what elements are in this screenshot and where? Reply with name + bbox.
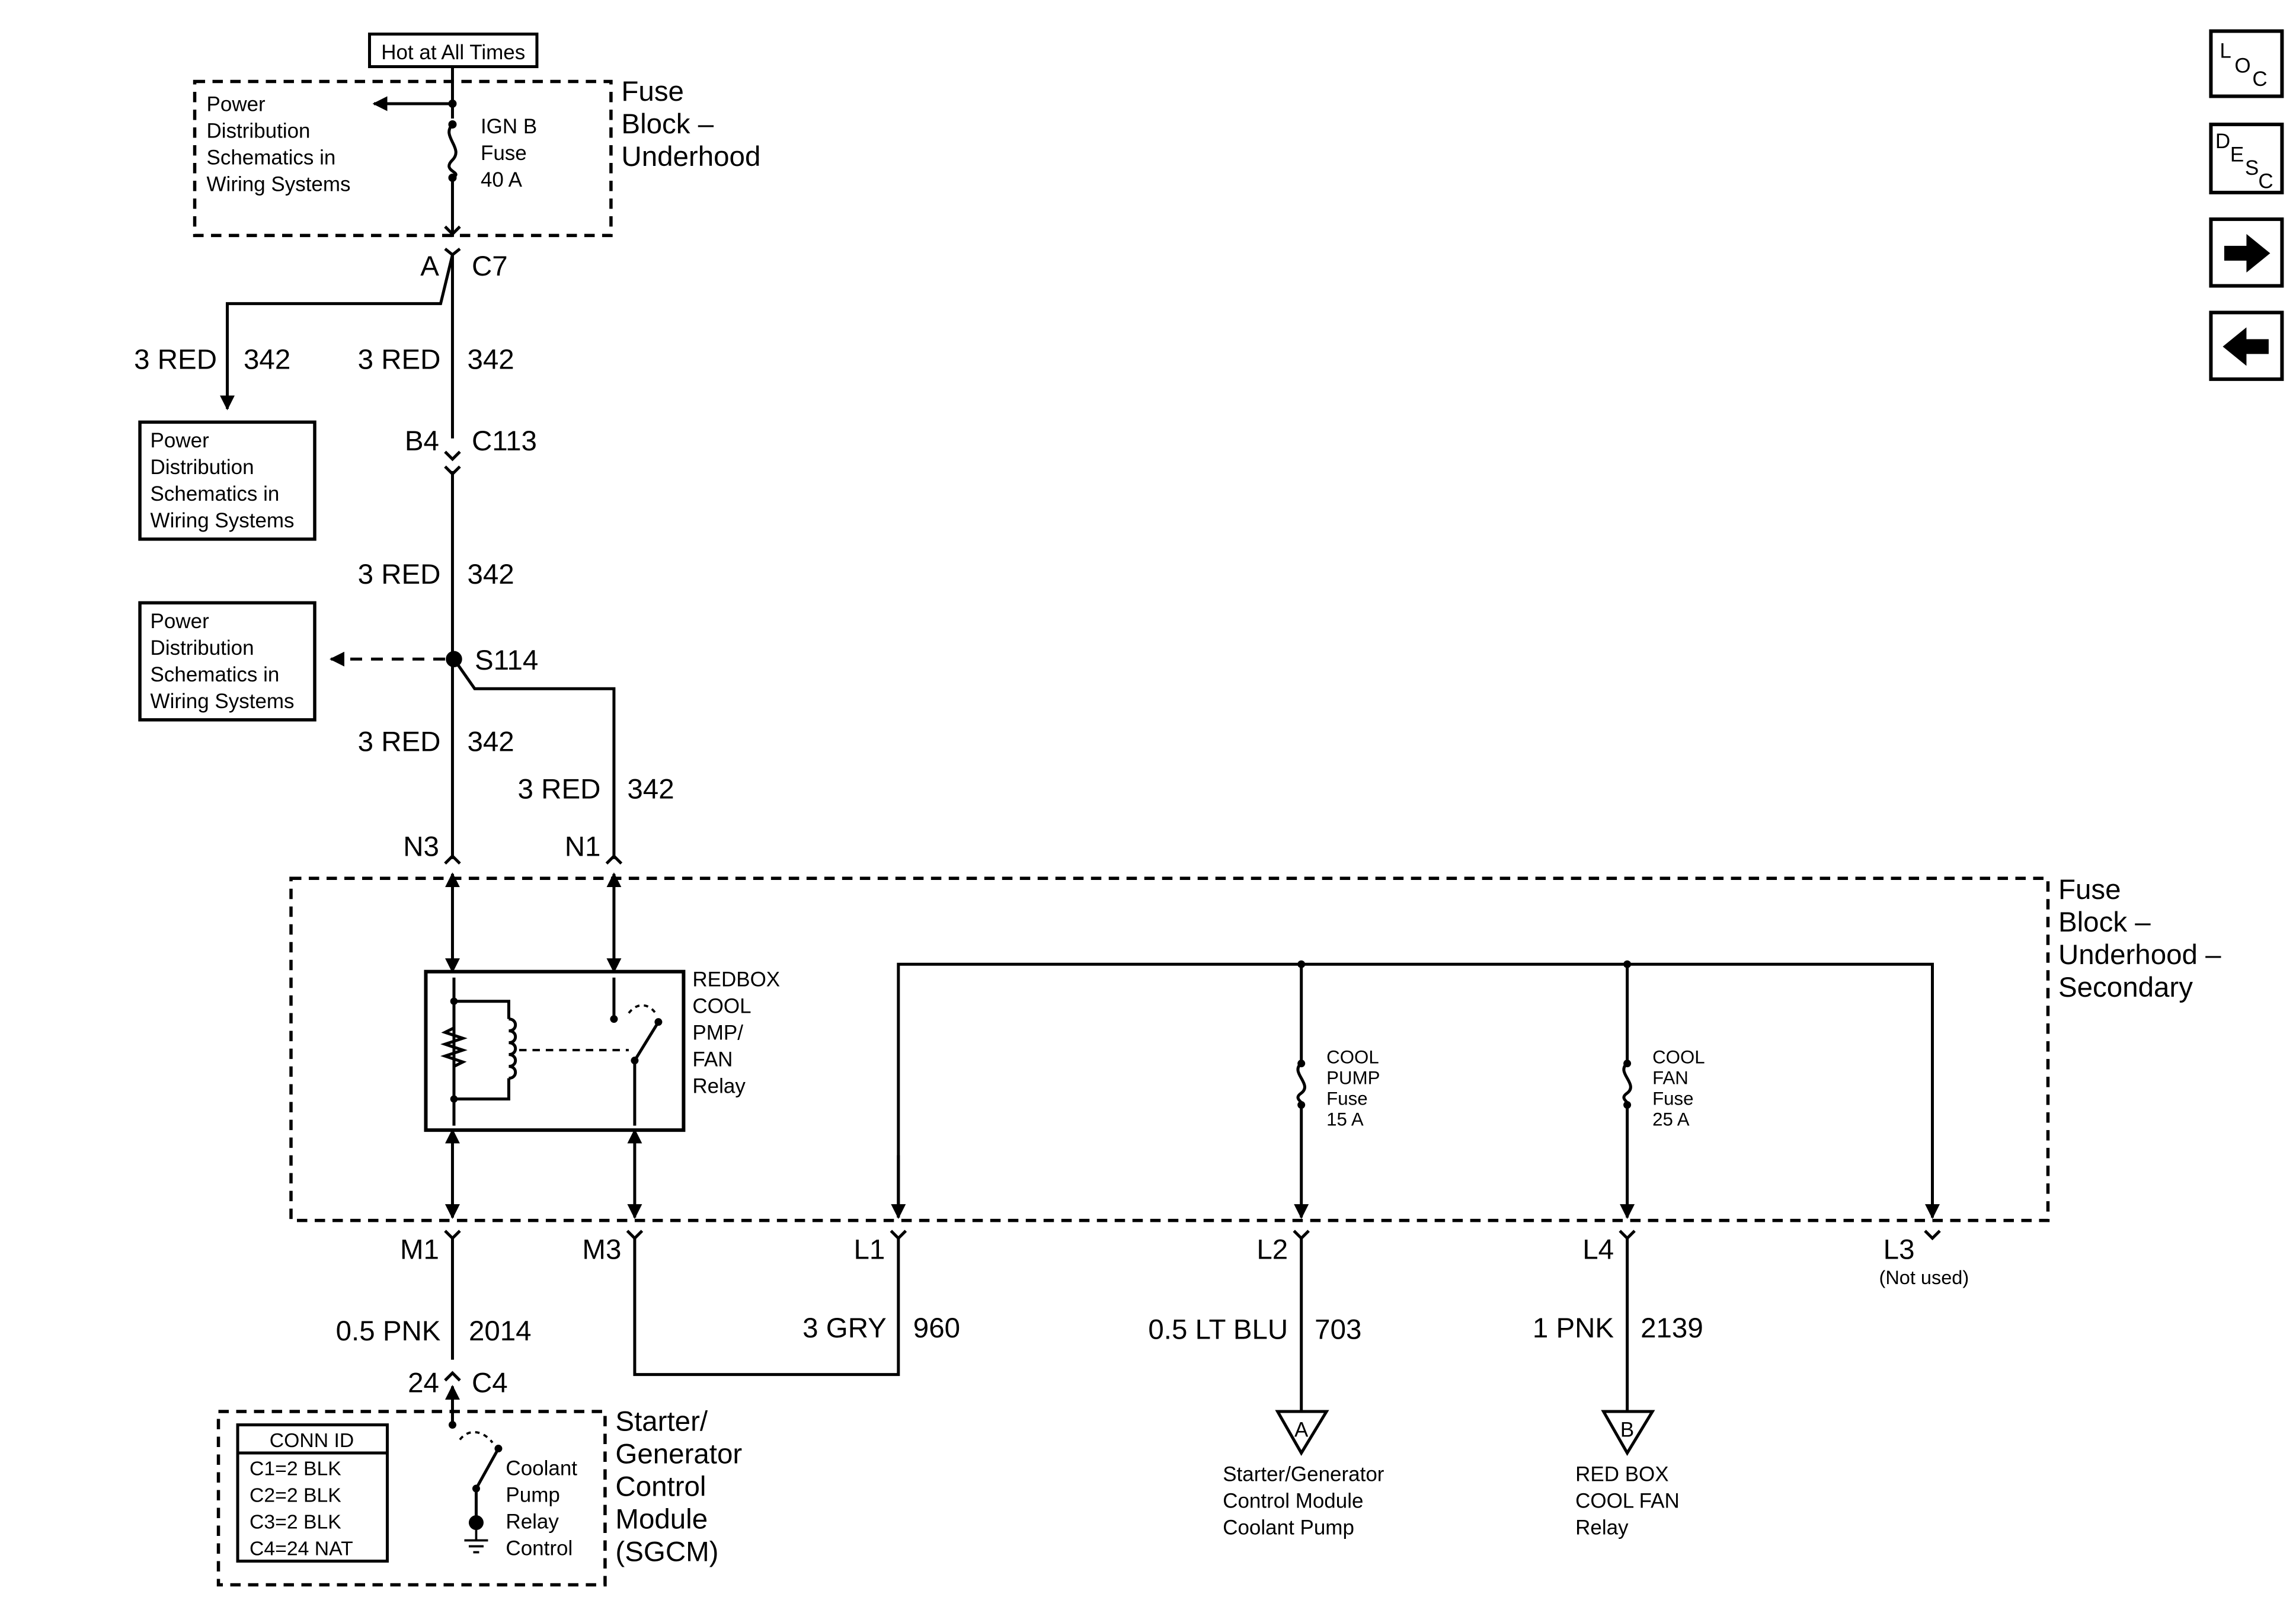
arrow-right-icon (2224, 233, 2271, 273)
wire-circuit-label: 703 (1315, 1314, 1361, 1346)
ign-b-fuse-label: IGN B Fuse 40 A (481, 115, 543, 191)
reference-b-triangle[interactable]: B (1601, 1410, 1655, 1456)
connector-c7-label: C7 (472, 251, 508, 282)
wire-color-label: 1 PNK (1533, 1313, 1614, 1344)
svg-text:Hot at All Times: Hot at All Times (381, 41, 525, 64)
fuse-block-secondary-title: Fuse Block – Underhood – Secondary (2058, 874, 2229, 1003)
conn-id-table: CONN ID C1=2 BLK C2=2 BLK C3=2 BLK C4=24… (236, 1423, 389, 1563)
wire-960 (633, 1238, 900, 1377)
connector-c4 (444, 1371, 461, 1382)
splice-s114-label: S114 (475, 645, 538, 676)
fuse-bus (897, 962, 1934, 1218)
svg-text:E: E (2230, 143, 2244, 166)
fuse-block-underhood-title: Fuse Block – Underhood (621, 76, 760, 172)
svg-text:Power Distribution: Power Distribution Schematics in Wiring … (151, 429, 295, 532)
cool-pump-fuse (1294, 960, 1309, 1219)
wire-circuit-label: 342 (467, 559, 514, 590)
fuse-block-secondary-outline (289, 876, 2050, 1222)
conn-id-row: C2=2 BLK (250, 1484, 341, 1507)
reference-b-description: RED BOX COOL FAN Relay (1575, 1463, 1685, 1539)
svg-text:A: A (1294, 1419, 1309, 1442)
wire-color-label: 3 RED (358, 344, 441, 375)
coolant-pump-relay-control-switch (445, 1385, 503, 1554)
wire-color-label: 3 GRY (802, 1313, 887, 1344)
conn-id-row: C4=24 NAT (250, 1538, 353, 1560)
power-distribution-note-top: Power Distribution Schematics in Wiring … (207, 92, 351, 196)
redbox-cool-pump-fan-relay (424, 969, 686, 1132)
hot-at-all-times-label: Hot at All Times (367, 32, 539, 68)
svg-text:B: B (1620, 1419, 1634, 1442)
loc-button[interactable]: L O C (2209, 29, 2284, 98)
conn-id-row: C1=2 BLK (250, 1458, 341, 1480)
wire-color-label: 0.5 PNK (336, 1315, 441, 1347)
pin-l4-label: L4 (1582, 1234, 1614, 1266)
desc-button[interactable]: D E S C (2209, 122, 2284, 194)
ign-b-fuse (447, 66, 458, 237)
wire-circuit-label: 342 (244, 344, 290, 375)
wire-color-label: 3 RED (518, 773, 601, 805)
cool-fan-fuse-label: COOL FAN Fuse 25 A (1652, 1047, 1710, 1130)
conn-id-header: CONN ID (270, 1429, 354, 1452)
bottom-connectors (444, 1230, 1941, 1241)
sgcm-title: Starter/ Generator Control Module (SGCM) (615, 1406, 750, 1568)
conn-id-row: C3=2 BLK (250, 1511, 341, 1534)
wire-color-label: 3 RED (358, 726, 441, 757)
pin-n3-label: N3 (403, 831, 439, 863)
power-distribution-box-1[interactable]: Power Distribution Schematics in Wiring … (138, 420, 316, 541)
svg-text:S: S (2245, 156, 2259, 180)
wire-circuit-label: 342 (467, 344, 514, 375)
wire-color-label: 0.5 LT BLU (1148, 1314, 1288, 1346)
svg-text:O: O (2234, 54, 2250, 77)
pin-l3-label: L3 (1884, 1234, 1915, 1266)
connector-c4-label: C4 (472, 1368, 508, 1399)
forward-button[interactable] (2209, 217, 2284, 288)
wire-color-label: 3 RED (358, 559, 441, 590)
pin-m3-label: M3 (582, 1234, 621, 1266)
svg-text:C: C (2252, 68, 2267, 91)
svg-text:L: L (2220, 39, 2231, 62)
sgcm-outline (216, 1410, 607, 1587)
pin-l3-not-used: (Not used) (1879, 1267, 1969, 1288)
back-button[interactable] (2209, 311, 2284, 381)
wire-color-label: 3 RED (134, 344, 217, 375)
pin-24-label: 24 (408, 1368, 439, 1399)
wire-circuit-label: 342 (627, 773, 674, 805)
wire-circuit-label: 2139 (1641, 1313, 1703, 1344)
connector-n3 (444, 854, 461, 865)
svg-text:Power Distribution: Power Distribution Schematics in Wiring … (151, 610, 295, 713)
wire-circuit-label: 342 (467, 726, 514, 757)
connector-c7 (444, 247, 461, 257)
pin-a-label: A (420, 251, 439, 282)
connector-n1 (605, 854, 623, 865)
relay-label: REDBOX COOL PMP/ FAN Relay (692, 968, 785, 1098)
coolant-pump-relay-control-label: Coolant Pump Relay Control (506, 1457, 583, 1560)
power-distribution-box-2[interactable]: Power Distribution Schematics in Wiring … (138, 601, 316, 722)
reference-a-triangle[interactable]: A (1275, 1410, 1329, 1456)
pin-l2-label: L2 (1256, 1234, 1288, 1266)
connector-c113-label: C113 (472, 425, 537, 457)
wire-circuit-label: 960 (913, 1313, 960, 1344)
arrow-left-icon (2223, 327, 2269, 366)
wire-342-branch-n1 (452, 658, 616, 859)
cool-fan-fuse (1620, 960, 1635, 1219)
pin-b4-label: B4 (405, 425, 439, 457)
reference-a-description: Starter/Generator Control Module Coolant… (1223, 1463, 1390, 1539)
pin-m1-label: M1 (400, 1234, 439, 1266)
wire-circuit-label: 2014 (469, 1315, 532, 1347)
pin-n1-label: N1 (565, 831, 601, 863)
svg-text:C1=2 BLK C2=2 BLK: C1=2 BLK C2=2 BLK C3=2 BLK C4=24 NAT (250, 1458, 353, 1560)
svg-text:D: D (2215, 130, 2230, 153)
cool-pump-fuse-label: COOL PUMP Fuse 15 A (1326, 1047, 1385, 1130)
pin-l1-label: L1 (854, 1234, 885, 1266)
svg-text:C: C (2258, 169, 2273, 193)
wire-branch-left-1 (220, 254, 454, 411)
